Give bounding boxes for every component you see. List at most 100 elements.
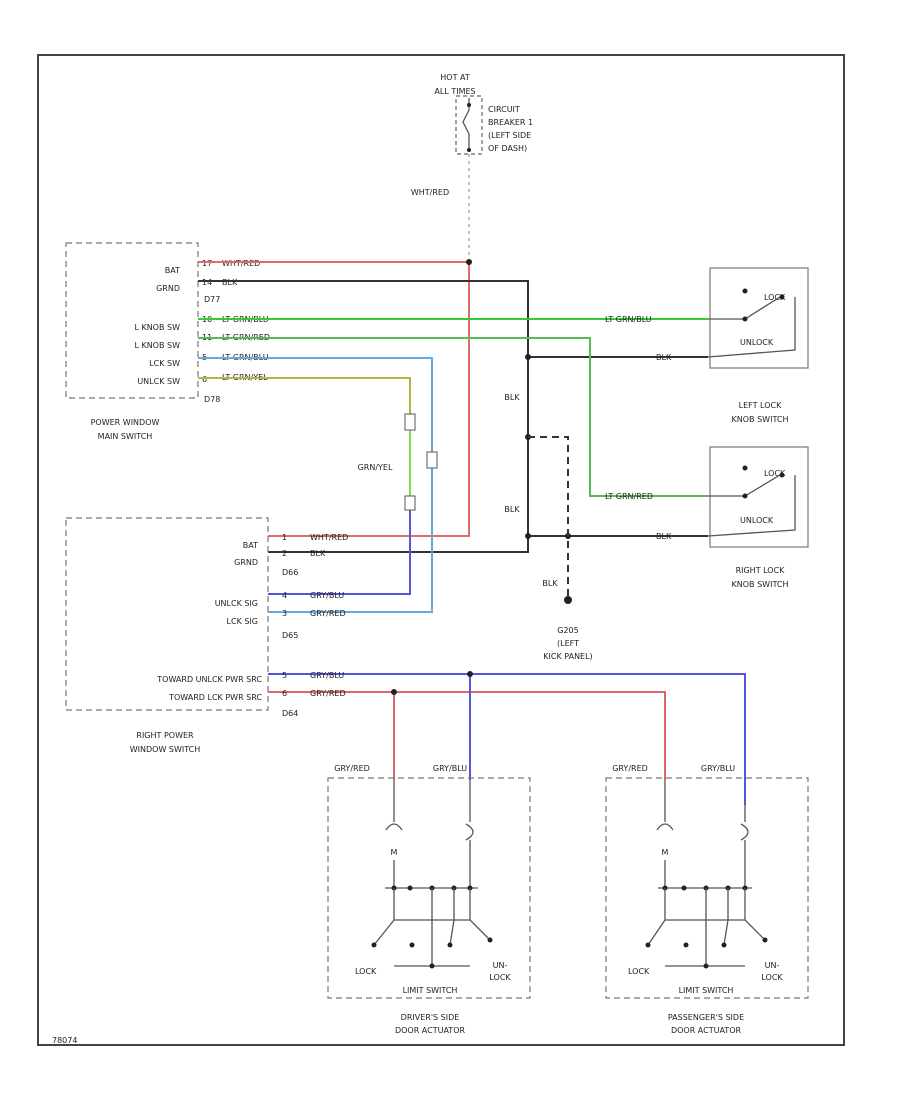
right-switch-box <box>65 517 269 711</box>
right-wire-label-5: GRY/BLU <box>310 671 344 680</box>
right-knob-contact <box>707 474 796 537</box>
wire-gry-blu-unlck <box>268 510 411 595</box>
diagram-code: 78074 <box>52 1036 77 1045</box>
right-connector-2: D65 <box>282 631 298 640</box>
main-pin-unlck: UNLCK SW <box>137 377 180 386</box>
wire-wht-red-feed <box>268 262 470 537</box>
drivers-limit-switch <box>373 888 491 967</box>
breaker-label-1: CIRCUIT <box>488 105 520 114</box>
main-switch-title-2: MAIN SWITCH <box>98 432 153 441</box>
blk-label-2: BLK <box>504 505 520 514</box>
main-pin-lknob-1: L KNOB SW <box>134 323 180 332</box>
left-knob-wire-a: LT GRN/BLU <box>605 315 652 324</box>
right-wire-label-6: GRY/RED <box>310 689 346 698</box>
right-pin-num-6: 6 <box>282 689 287 698</box>
passenger-connector-left <box>656 823 674 831</box>
main-connector-2: D78 <box>204 395 220 404</box>
right-wire-label-3: GRY/BLU <box>310 591 344 600</box>
right-wire-label-1: WHT/RED <box>310 533 348 542</box>
left-knob-title-2: KNOB SWITCH <box>732 415 789 424</box>
drivers-unlock-2: LOCK <box>489 973 511 982</box>
ground-label-2: (LEFT <box>557 639 579 648</box>
passenger-actuator-box <box>605 777 809 999</box>
right-connector-3: D64 <box>282 709 298 718</box>
main-pin-lck: LCK SW <box>149 359 180 368</box>
drivers-limit-label: LIMIT SWITCH <box>403 986 458 995</box>
right-switch-title-2: WINDOW SWITCH <box>130 745 201 754</box>
passenger-title-2: DOOR ACTUATOR <box>671 1026 742 1035</box>
right-wire-label-4: GRY/RED <box>310 609 346 618</box>
drivers-actuator-box <box>327 777 531 999</box>
main-connector-1: D77 <box>204 295 220 304</box>
blk-label-3: BLK <box>542 579 558 588</box>
drivers-title-1: DRIVER'S SIDE <box>401 1013 460 1022</box>
drivers-connector-right <box>465 823 474 841</box>
wire-lock-sig <box>198 357 433 613</box>
blk-label-1: BLK <box>504 393 520 402</box>
right-knob-lock: LOCK <box>764 469 786 478</box>
drivers-title-2: DOOR ACTUATOR <box>395 1026 466 1035</box>
right-power-window-switch: BAT GRND UNLCK SIG LCK SIG TOWARD UNLCK … <box>65 517 348 754</box>
wire-blk-main <box>198 280 529 553</box>
main-wire-label-2: BLK <box>222 278 238 287</box>
drivers-unlock-1: UN- <box>493 961 508 970</box>
drivers-door-actuator: GRY/RED GRY/BLU M LOCK UN- LOCK LIMIT SW… <box>327 764 531 1035</box>
passenger-unlock-2: LOCK <box>761 973 783 982</box>
right-pin-num-5: 5 <box>282 671 287 680</box>
left-knob-wire-b: BLK <box>656 353 672 362</box>
ground-label-1: G205 <box>557 626 578 635</box>
drivers-wire-right: GRY/BLU <box>433 764 467 773</box>
passenger-wire-left: GRY/RED <box>612 764 648 773</box>
right-knob-title-1: RIGHT LOCK <box>736 566 786 575</box>
fuse-wire-label: WHT/RED <box>411 188 449 197</box>
ground-dashed-path <box>528 436 569 596</box>
breaker-label-3: (LEFT SIDE <box>488 131 531 140</box>
drivers-wire-left: GRY/RED <box>334 764 370 773</box>
left-knob-unlock: UNLOCK <box>740 338 774 347</box>
right-pin-lck: LCK SIG <box>227 617 258 626</box>
main-switch-box <box>65 242 199 399</box>
passenger-lock-label: LOCK <box>628 967 650 976</box>
wire-lt-grn-yel <box>198 377 411 414</box>
right-pin-num-2: 2 <box>282 549 287 558</box>
left-lock-knob-switch: LT GRN/BLU BLK LOCK UNLOCK LEFT LOCK KNO… <box>605 267 809 424</box>
main-pin-num-6: 6 <box>202 375 207 384</box>
hot-label-1: HOT AT <box>440 73 470 82</box>
passenger-title-1: PASSENGER'S SIDE <box>668 1013 744 1022</box>
right-pin-toward-unlck: TOWARD UNLCK PWR SRC <box>156 675 262 684</box>
main-pin-lknob-2: L KNOB SW <box>134 341 180 350</box>
breaker-label-4: OF DASH) <box>488 144 527 153</box>
right-pin-toward-lck: TOWARD LCK PWR SRC <box>168 693 262 702</box>
right-wire-label-2: BLK <box>310 549 326 558</box>
right-knob-title-2: KNOB SWITCH <box>732 580 789 589</box>
right-pin-num-4: 3 <box>282 609 287 618</box>
left-knob-title-1: LEFT LOCK <box>739 401 782 410</box>
drivers-connector-left <box>385 823 403 831</box>
right-pin-num-3: 4 <box>282 591 287 600</box>
right-pin-grnd: GRND <box>234 558 258 567</box>
grn-yel-label: GRN/YEL <box>358 463 393 472</box>
right-pin-num-1: 1 <box>282 533 287 542</box>
passenger-door-actuator: GRY/RED GRY/BLU M LOCK UN- LOCK LIMIT SW… <box>605 764 809 1035</box>
main-pin-num-1: 17 <box>202 259 212 268</box>
main-pin-bat: BAT <box>165 266 180 275</box>
left-knob-box <box>709 267 809 369</box>
circuit-breaker: HOT AT ALL TIMES CIRCUIT BREAKER 1 (LEFT… <box>411 73 533 256</box>
drivers-lock-label: LOCK <box>355 967 377 976</box>
right-connector-1: D66 <box>282 568 298 577</box>
passenger-wire-right: GRY/BLU <box>701 764 735 773</box>
left-knob-contact <box>707 296 796 358</box>
right-lock-knob-switch: LT GRN/RED BLK LOCK UNLOCK RIGHT LOCK KN… <box>605 446 809 589</box>
main-pin-num-2: 14 <box>202 278 212 287</box>
left-knob-lock: LOCK <box>764 293 786 302</box>
ground-label-3: KICK PANEL) <box>543 652 592 661</box>
passenger-unlock-1: UN- <box>765 961 780 970</box>
main-switch-title-1: POWER WINDOW <box>91 418 160 427</box>
diagram-frame <box>37 54 845 1046</box>
hot-label-2: ALL TIMES <box>434 87 475 96</box>
right-knob-box <box>709 446 809 548</box>
right-knob-wire-a: LT GRN/RED <box>605 492 653 501</box>
right-knob-wire-b: BLK <box>656 532 672 541</box>
passenger-limit-switch <box>647 888 766 967</box>
